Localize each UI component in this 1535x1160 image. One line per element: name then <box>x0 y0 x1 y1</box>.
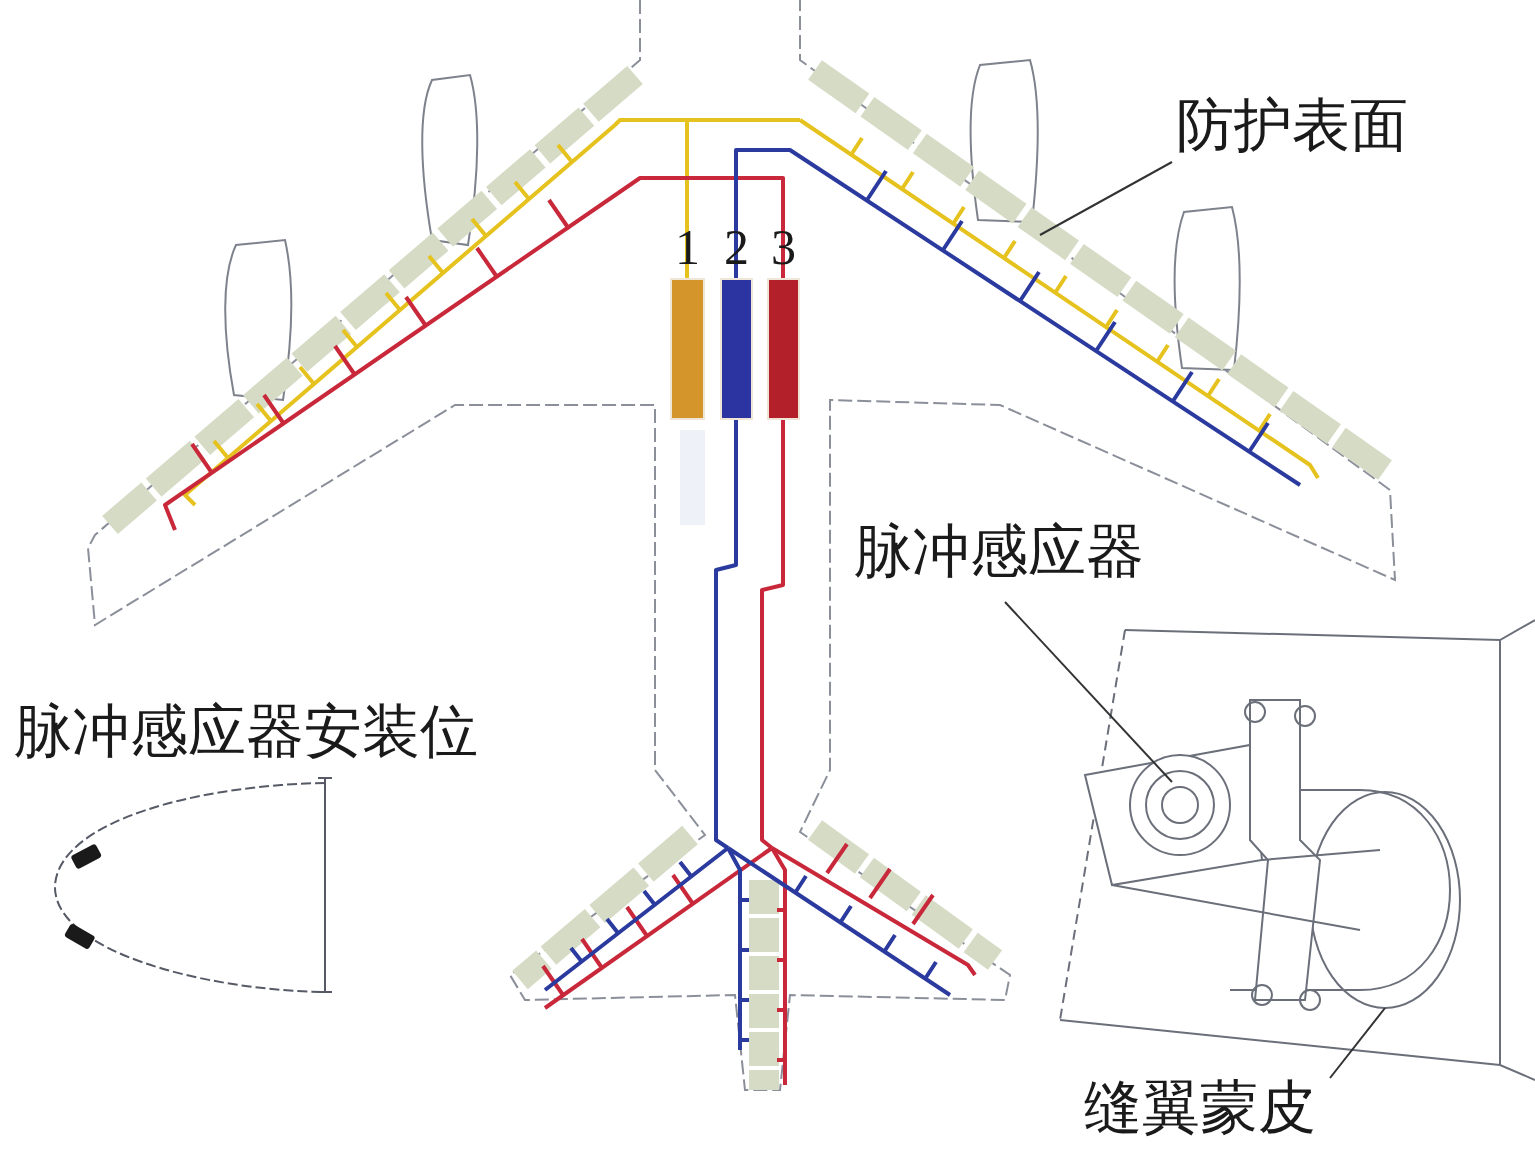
airframe-outline <box>88 0 1395 1090</box>
part-label: 脉冲感应器 <box>850 518 1148 585</box>
part-label: 缝翼蒙皮 <box>1080 1074 1320 1141</box>
red-wiring <box>165 178 975 1085</box>
power-unit-box: 3 <box>767 278 800 420</box>
leading-edge-profile <box>55 778 332 992</box>
callout-number: 3 <box>771 222 796 272</box>
blue-wiring <box>545 150 1300 1050</box>
power-unit-box: 2 <box>720 278 753 420</box>
pale-strip <box>680 430 705 525</box>
callout-number: 1 <box>675 222 700 272</box>
protective-surfaces <box>110 70 1385 1090</box>
slat-inset <box>1060 620 1535 1080</box>
part-label: 防护表面 <box>1172 92 1412 159</box>
part-label: 脉冲感应器安装位 <box>10 698 482 765</box>
leader-lines <box>1005 162 1385 1078</box>
power-unit-box: 1 <box>670 278 705 420</box>
callout-number: 2 <box>724 222 749 272</box>
